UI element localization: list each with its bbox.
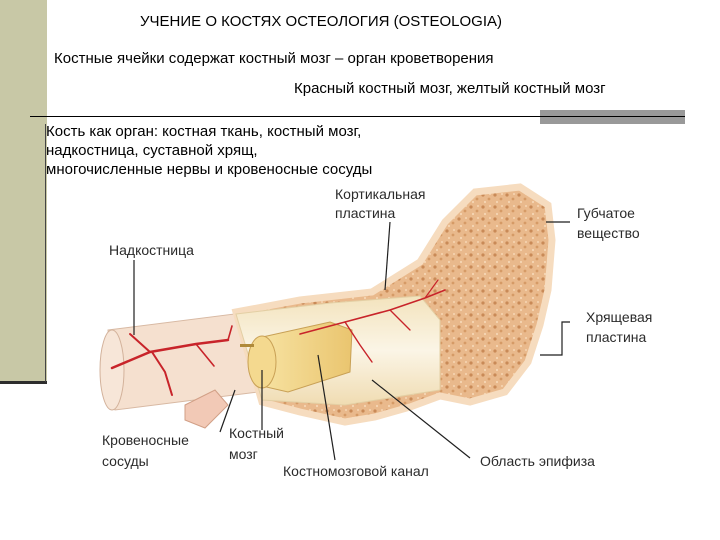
svg-text:пластина: пластина xyxy=(586,329,647,345)
label-cortical-line1: Кортикальная xyxy=(335,186,425,202)
label-cartilage-line2: пластина xyxy=(586,329,647,345)
periosteum-tube xyxy=(100,312,258,428)
svg-text:вещество: вещество xyxy=(577,225,640,241)
label-vessels-line1: Кровеносные xyxy=(102,432,189,448)
label-cartilage-line1: Хрящевая xyxy=(586,309,652,325)
svg-text:Область эпифиза: Область эпифиза xyxy=(480,453,595,469)
label-marrow-line2: мозг xyxy=(229,446,258,462)
bone-organ-description: Кость как орган: костная ткань, костный … xyxy=(46,122,376,179)
svg-text:Костный: Костный xyxy=(229,425,284,441)
svg-text:Кровеносные: Кровеносные xyxy=(102,432,189,448)
label-medullary-canal: Костномозговой канал xyxy=(283,463,429,479)
svg-text:мозг: мозг xyxy=(229,446,258,462)
label-vessels-line2: сосуды xyxy=(102,453,149,469)
svg-text:Надкостница: Надкостница xyxy=(109,242,194,258)
svg-text:Губчатое: Губчатое xyxy=(577,205,635,221)
label-spongy-line2: вещество xyxy=(577,225,640,241)
svg-text:Кортикальная: Кортикальная xyxy=(335,186,425,202)
svg-text:Костномозговой канал: Костномозговой канал xyxy=(283,463,429,479)
svg-text:сосуды: сосуды xyxy=(102,453,149,469)
label-spongy-line1: Губчатое xyxy=(577,205,635,221)
label-epiphysis: Область эпифиза xyxy=(480,453,595,469)
label-marrow-line1: Костный xyxy=(229,425,284,441)
label-cortical-line2: пластина xyxy=(335,205,396,221)
svg-text:Хрящевая: Хрящевая xyxy=(586,309,652,325)
svg-text:пластина: пластина xyxy=(335,205,396,221)
label-periosteum: Надкостница xyxy=(109,242,194,258)
